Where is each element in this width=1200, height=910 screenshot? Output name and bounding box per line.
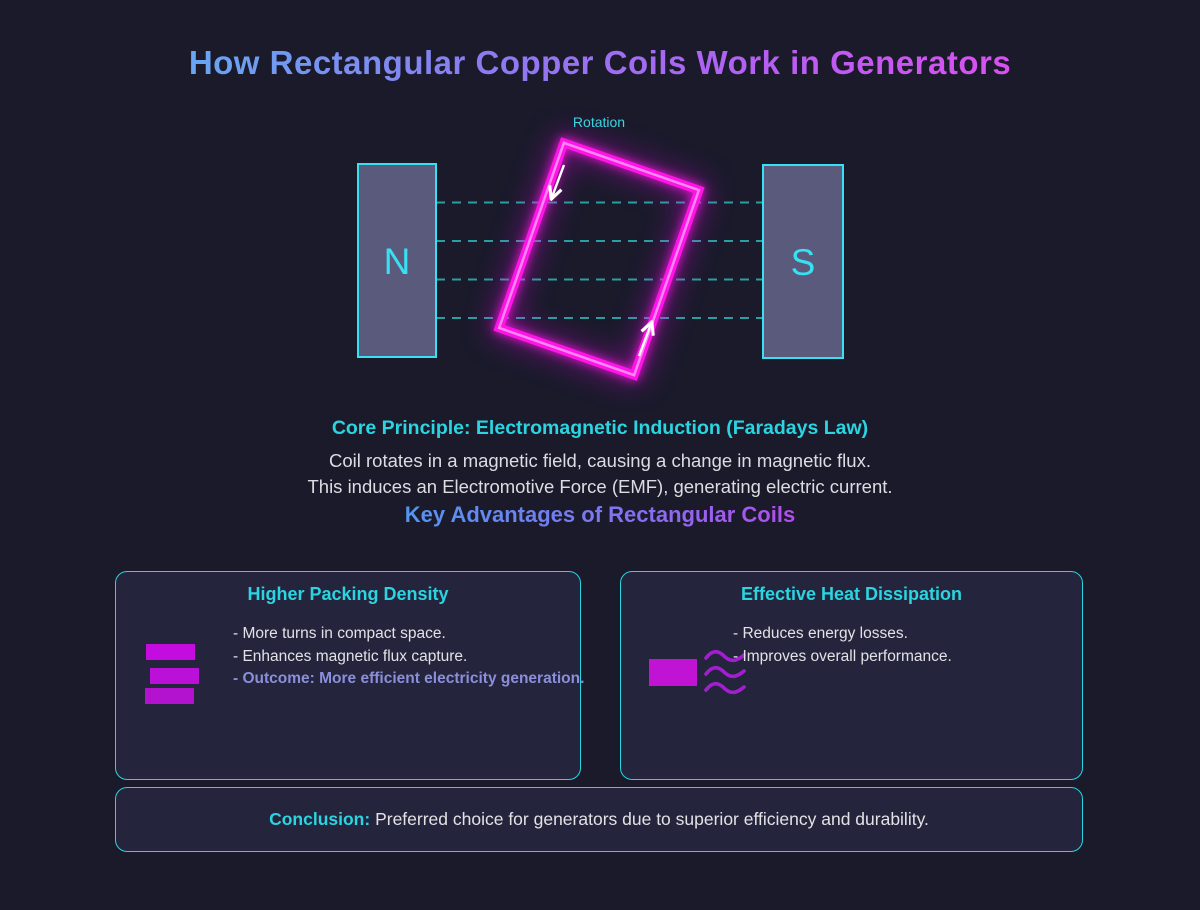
principle-line-1: Coil rotates in a magnetic field, causin…	[329, 450, 871, 471]
bullet-item: - More turns in compact space.	[233, 625, 446, 642]
north-magnet	[357, 163, 437, 358]
rotation-arrow-down-icon	[552, 164, 566, 197]
field-lines	[436, 201, 763, 319]
card-heat-dissipation-title: Effective Heat Dissipation	[740, 584, 963, 604]
card-heat-dissipation-bullets: - Reduces energy losses. - Improves over…	[733, 623, 952, 668]
bullet-item: - Enhances magnetic flux capture.	[233, 647, 468, 665]
conclusion-label: Conclusion:	[269, 809, 371, 829]
rotation-label: Rotation	[573, 114, 625, 130]
heat-waves-icon	[704, 649, 746, 695]
south-magnet	[762, 164, 844, 359]
bullet-item: - Reduces energy losses.	[733, 625, 908, 642]
copper-coil	[493, 137, 705, 381]
south-magnet-label: S	[791, 242, 816, 283]
coil-bar	[150, 668, 199, 684]
coil-outline	[493, 137, 705, 381]
north-magnet-label: N	[384, 241, 411, 282]
rotation-arrows	[552, 164, 651, 357]
coil-bar	[145, 688, 194, 704]
stacked-coils-icon	[144, 642, 204, 704]
card-packing-density-title: Higher Packing Density	[247, 584, 449, 604]
heat-dissipation-icon	[649, 649, 761, 702]
coil-highlight	[497, 141, 701, 377]
coil-bar	[146, 644, 195, 660]
conclusion-text: Conclusion: Preferred choice for generat…	[269, 809, 929, 830]
core-principle-heading: Core Principle: Electromagnetic Inductio…	[331, 417, 869, 439]
outcome-item: - Outcome: More efficient electricity ge…	[233, 670, 585, 687]
card-packing-density: Higher Packing Density - More turns in c…	[115, 571, 584, 780]
bullet-item: - Improves overall performance.	[733, 647, 952, 665]
advantages-heading: Key Advantages of Rectangular Coils	[0, 502, 1200, 528]
coil-block-icon	[649, 659, 697, 686]
card-packing-density-bullets: - More turns in compact space. - Enhance…	[233, 623, 584, 691]
conclusion-box: Conclusion: Preferred choice for generat…	[115, 787, 1083, 852]
generator-diagram: N S Rotation	[357, 114, 844, 381]
conclusion-body: Preferred choice for generators due to s…	[370, 809, 929, 829]
page-title: How Rectangular Copper Coils Work in Gen…	[0, 44, 1200, 82]
rotation-arrow-up-icon	[637, 324, 651, 357]
card-heat-dissipation: Effective Heat Dissipation - Reduces ene…	[620, 571, 1083, 780]
principle-line-2: This induces an Electromotive Force (EMF…	[307, 476, 893, 497]
